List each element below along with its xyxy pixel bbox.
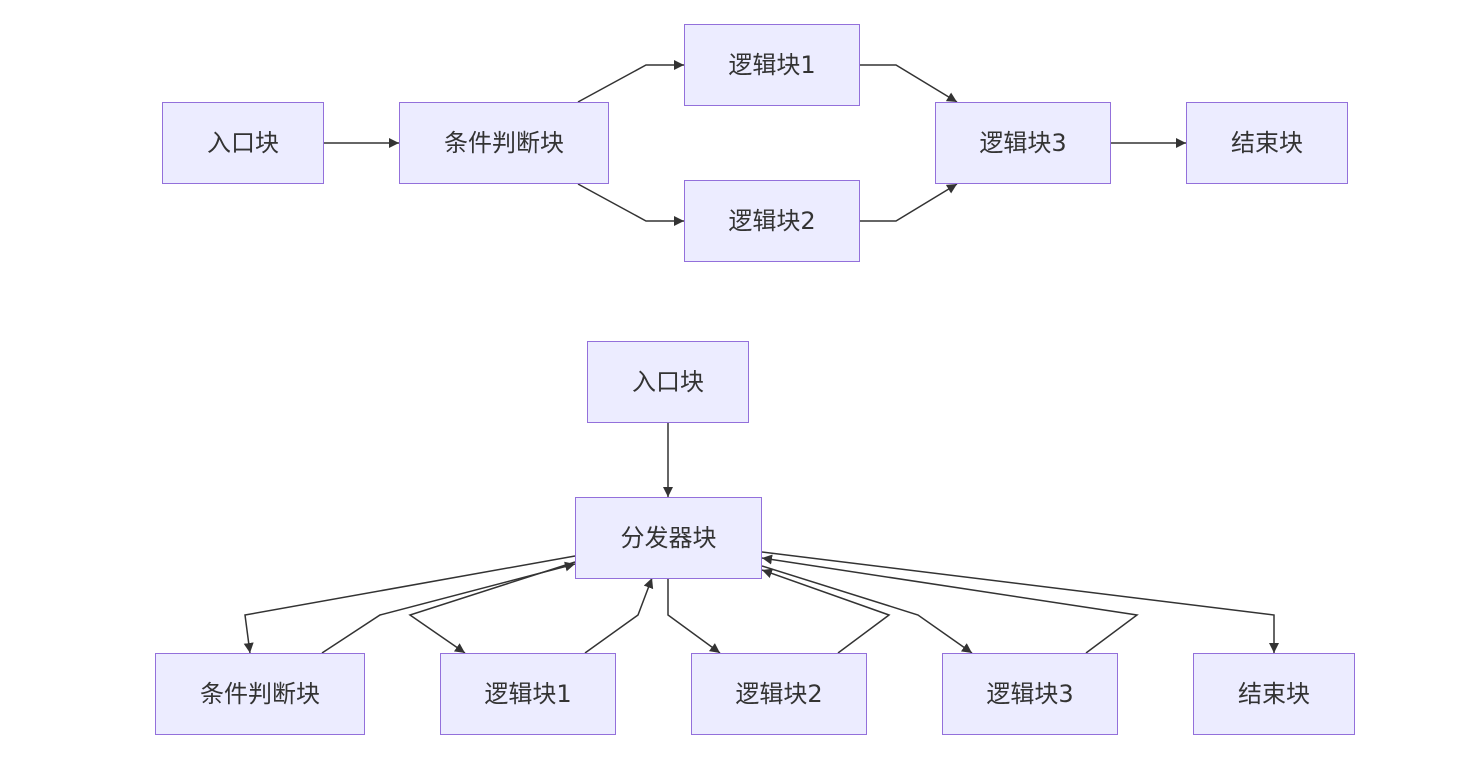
d2-node-logic1-label: 逻辑块1 <box>484 680 572 708</box>
d2-node-dispatcher-label: 分发器块 <box>620 524 717 552</box>
d2-node-entry-label: 入口块 <box>632 368 704 396</box>
d2-node-end-label: 结束块 <box>1238 680 1310 708</box>
d1-node-logic3[interactable]: 逻辑块3 <box>935 102 1111 184</box>
d2-node-entry[interactable]: 入口块 <box>587 341 749 423</box>
edge-d1-condition-to-logic2 <box>577 183 684 226</box>
d1-node-condition-label: 条件判断块 <box>444 129 564 157</box>
edge-d2-logic1-to-dispatcher <box>584 577 654 654</box>
d1-node-end-label: 结束块 <box>1231 129 1303 157</box>
edge-d1-logic1-to-logic3 <box>860 64 958 103</box>
d1-node-logic2[interactable]: 逻辑块2 <box>684 180 860 262</box>
d2-node-logic3-label: 逻辑块3 <box>986 680 1074 708</box>
d2-node-condition[interactable]: 条件判断块 <box>155 653 365 735</box>
d1-node-logic1[interactable]: 逻辑块1 <box>684 24 860 106</box>
d2-node-logic3[interactable]: 逻辑块3 <box>942 653 1118 735</box>
d1-node-logic1-label: 逻辑块1 <box>728 51 816 79</box>
edge-d2-logic3-to-dispatcher <box>761 554 1139 654</box>
d2-node-logic1[interactable]: 逻辑块1 <box>440 653 616 735</box>
edge-d2-dispatcher-to-logic3 <box>761 565 973 654</box>
d2-node-end[interactable]: 结束块 <box>1193 653 1355 735</box>
d2-node-logic2-label: 逻辑块2 <box>735 680 823 708</box>
d1-node-entry[interactable]: 入口块 <box>162 102 324 184</box>
d2-node-logic2[interactable]: 逻辑块2 <box>691 653 867 735</box>
d1-node-end[interactable]: 结束块 <box>1186 102 1348 184</box>
edge-d1-logic2-to-logic3 <box>860 183 958 222</box>
edge-d2-dispatcher-to-condition <box>243 555 576 654</box>
d1-node-logic2-label: 逻辑块2 <box>728 207 816 235</box>
edge-d1-condition-to-logic1 <box>577 60 684 103</box>
d1-node-condition[interactable]: 条件判断块 <box>399 102 609 184</box>
edge-d2-logic2-to-dispatcher <box>761 568 891 654</box>
edge-d2-condition-to-dispatcher <box>321 561 576 654</box>
d2-node-dispatcher[interactable]: 分发器块 <box>575 497 762 579</box>
d2-node-condition-label: 条件判断块 <box>200 680 320 708</box>
d1-node-entry-label: 入口块 <box>207 129 279 157</box>
edge-d2-dispatcher-to-logic2 <box>667 578 721 654</box>
d1-node-logic3-label: 逻辑块3 <box>979 129 1067 157</box>
edge-d2-dispatcher-to-logic1 <box>408 561 576 654</box>
edge-d2-dispatcher-to-end <box>761 551 1279 653</box>
